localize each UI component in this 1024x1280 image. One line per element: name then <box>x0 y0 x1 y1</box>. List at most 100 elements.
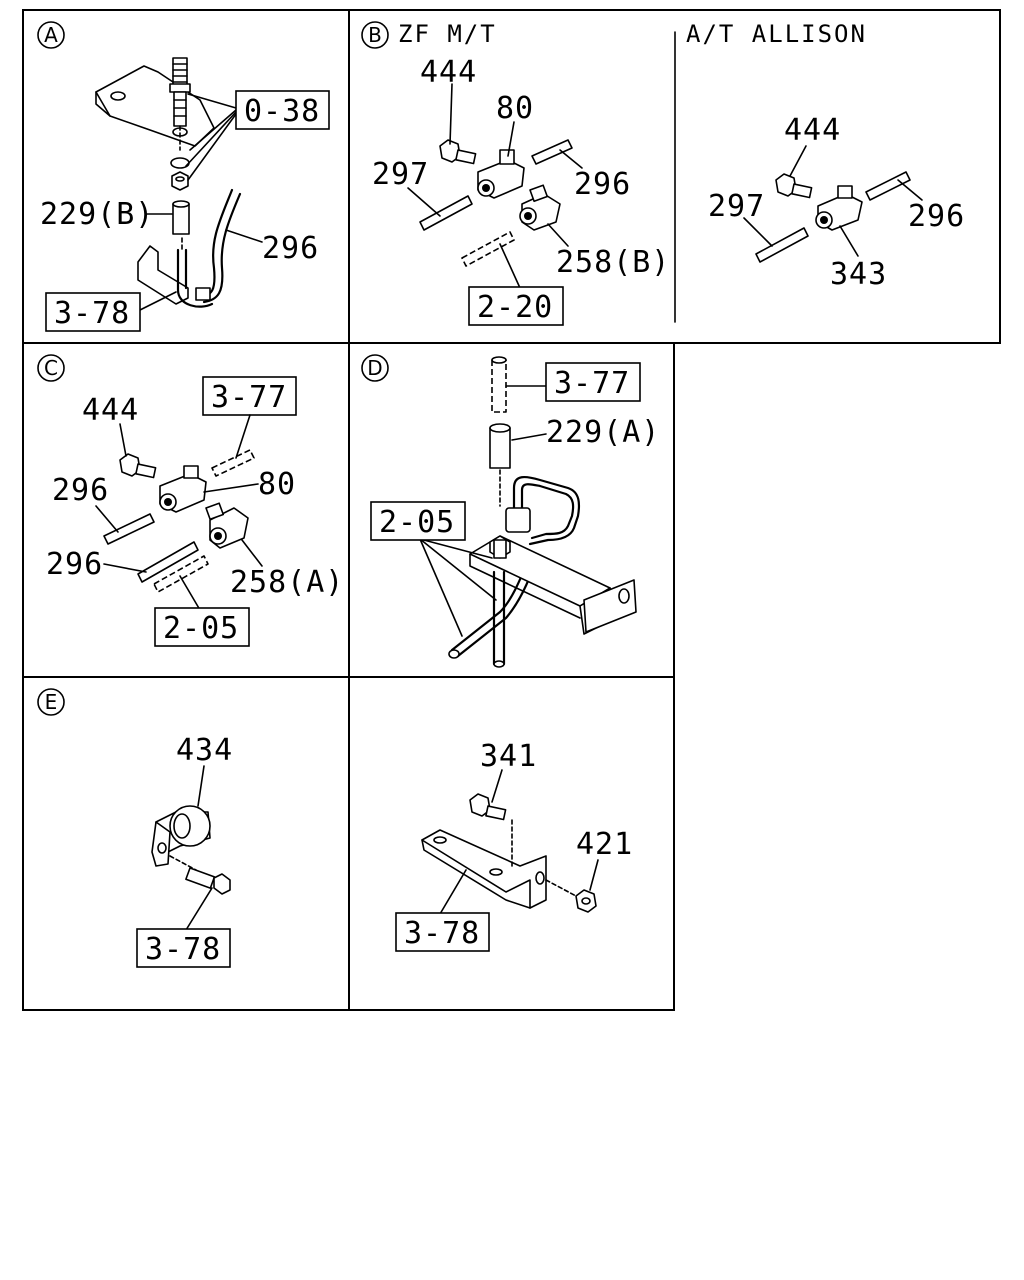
bolt-444-allison-drawing <box>775 173 813 199</box>
svg-text:E: E <box>45 690 58 714</box>
ref-box-2-05-d <box>370 501 466 541</box>
leader-2-20 <box>499 243 521 289</box>
leader-3-78-e <box>185 887 213 931</box>
ref-label-2-20: 2-20 <box>477 290 553 325</box>
header-allison: A/T ALLISON <box>686 20 867 48</box>
clamp-434-drawing <box>151 805 211 867</box>
tube-297-allison-drawing <box>755 227 809 263</box>
header-zf-mt: ZF M/T <box>398 20 497 48</box>
tube-297-b-drawing <box>419 195 473 231</box>
part-label-80-b: 80 <box>496 91 534 126</box>
ref-label-3-78-a: 3-78 <box>54 296 130 331</box>
leader-297-allison <box>743 217 773 247</box>
leader-2-05-c <box>179 575 201 611</box>
tee-80-c-drawing <box>159 465 207 513</box>
leader-80-c <box>203 483 259 493</box>
panel-a: A <box>37 21 330 332</box>
part-label-229b: 229(B) <box>40 197 154 232</box>
part-label-341: 341 <box>480 739 537 774</box>
ref-label-2-05-c: 2-05 <box>163 611 239 646</box>
panel-e: E 434 3-78 <box>37 688 233 968</box>
ref-label-3-78-e: 3-78 <box>145 932 221 967</box>
panel-c-id-marker: C <box>37 354 65 382</box>
tube-3-77-c-drawing <box>211 449 255 477</box>
panel-d-id-marker: D <box>361 354 389 382</box>
ref-label-3-77-c: 3-77 <box>211 380 287 415</box>
svg-text:D: D <box>367 356 382 380</box>
part-label-258b: 258(B) <box>556 245 670 280</box>
panel-a-id-marker: A <box>37 21 65 49</box>
leader-296-c-upper <box>95 505 119 533</box>
leader-229a <box>511 433 547 441</box>
part-label-229a: 229(A) <box>546 415 660 450</box>
tee-80-drawing <box>477 149 525 199</box>
nut-421-drawing <box>575 889 597 913</box>
part-label-296-a: 296 <box>262 231 319 266</box>
leader-3-78-a <box>139 291 177 311</box>
leader-296-b <box>559 149 583 169</box>
bolt-444-c-drawing <box>119 453 157 479</box>
part-label-296-allison: 296 <box>908 199 965 234</box>
part-label-444-allison: 444 <box>784 113 841 148</box>
leader-258a <box>241 539 263 567</box>
ref-box-3-78-e <box>136 928 231 968</box>
panel-f: 341 421 3-78 <box>395 739 632 952</box>
stud-bolt-drawing <box>169 57 191 151</box>
part-label-258a: 258(A) <box>230 565 344 600</box>
ref-box-3-78-a <box>45 292 141 332</box>
panel-b-allison: A/T ALLISON 444 343 296 297 <box>686 20 965 292</box>
svg-text:C: C <box>44 356 58 380</box>
part-label-444-c: 444 <box>82 393 139 428</box>
ref-box-0-38 <box>235 90 330 130</box>
panel-grid <box>22 9 1001 1011</box>
elbow-258a-drawing <box>205 502 249 549</box>
leader-lines-0-38 <box>185 93 237 181</box>
ref-box-3-77-c <box>202 376 297 416</box>
leader-341 <box>491 769 503 803</box>
leader-421 <box>589 859 599 891</box>
part-label-296-c-lower: 296 <box>46 547 103 582</box>
part-label-296-b: 296 <box>574 167 631 202</box>
leader-297-b <box>407 187 441 217</box>
leader-80-b <box>507 121 515 157</box>
spacer-229b-drawing <box>172 200 190 235</box>
tee-343-drawing <box>815 185 863 231</box>
washer-nut-drawing <box>170 157 190 191</box>
clamp-bracket-drawing <box>137 237 214 308</box>
tube-296-allison-drawing <box>865 171 911 201</box>
tube-296-c-lower-drawing <box>137 541 209 593</box>
panel-c: C 3-77 444 80 296 <box>37 354 344 647</box>
leader-343 <box>839 225 859 257</box>
bracket-plate-drawing <box>95 65 215 147</box>
leader-296-allison <box>897 179 923 201</box>
bolt-444-drawing <box>439 139 477 165</box>
leader-444-allison <box>789 145 807 177</box>
tube-3-77-d-drawing <box>491 356 507 413</box>
panel-d: D 3-77 229(A) <box>361 354 660 668</box>
leader-2-05-d-3 <box>419 538 463 637</box>
part-label-343: 343 <box>830 257 887 292</box>
leader-2-05-d-2 <box>419 538 497 601</box>
part-label-434: 434 <box>176 733 233 768</box>
hose-296-drawing <box>195 188 242 304</box>
ref-box-2-20 <box>468 286 564 326</box>
bolt-341-drawing <box>469 793 507 821</box>
ref-box-2-05-c <box>154 607 250 647</box>
leader-3-78-f <box>439 869 467 915</box>
leader-444-b <box>449 83 453 145</box>
leader-258b <box>547 223 569 247</box>
part-label-297-allison: 297 <box>708 189 765 224</box>
bracket-f-drawing <box>421 819 577 909</box>
leader-296-c-lower <box>103 563 147 573</box>
svg-text:A: A <box>44 23 58 47</box>
leader-434 <box>197 765 205 807</box>
leader-2-05-d-1 <box>419 538 493 559</box>
mount-bracket-drawing <box>469 535 637 635</box>
panel-b: B ZF M/T 444 80 296 297 <box>361 20 670 326</box>
part-label-297-b: 297 <box>372 157 429 192</box>
svg-text:B: B <box>368 23 382 47</box>
tube-296-c-upper-drawing <box>103 513 155 545</box>
tube-296-b-drawing <box>531 139 573 165</box>
ref-label-3-77-d: 3-77 <box>554 366 630 401</box>
